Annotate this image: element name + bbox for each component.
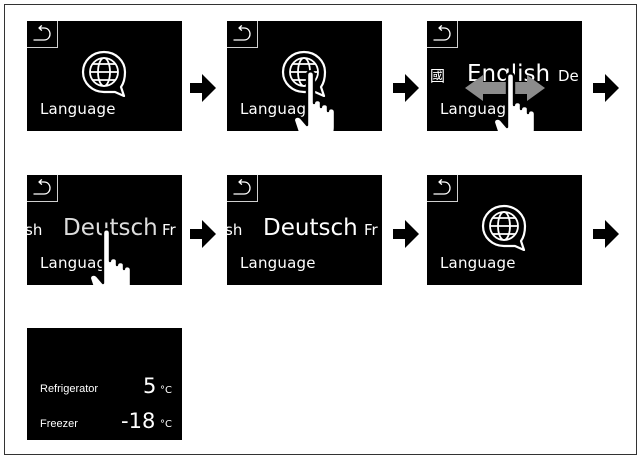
- right-arrow-icon: [393, 74, 419, 102]
- back-button[interactable]: [227, 175, 258, 202]
- language-label: Language: [40, 254, 116, 272]
- globe-icon[interactable]: [480, 203, 528, 251]
- screen-step-2: Language: [227, 21, 382, 131]
- freezer-temperature: -18: [121, 409, 156, 433]
- back-button[interactable]: [427, 21, 458, 48]
- status-screen: Refrigerator 5 °C Freezer -18 °C: [27, 328, 182, 440]
- language-option-next[interactable]: De: [558, 67, 579, 85]
- screen-step-4: sh Deutsch Fr Language: [27, 175, 182, 285]
- language-label: Language: [240, 100, 316, 118]
- language-label: Language: [40, 100, 116, 118]
- language-option-previous[interactable]: sh: [227, 221, 243, 239]
- back-arrow-icon: [232, 25, 252, 43]
- language-label: Language: [440, 100, 516, 118]
- refrigerator-label: Refrigerator: [40, 383, 99, 395]
- screen-step-1: Language: [27, 21, 182, 131]
- refrigerator-temperature: 5: [143, 374, 157, 398]
- back-arrow-icon: [32, 179, 52, 197]
- language-option-previous[interactable]: 國: [430, 67, 446, 85]
- back-button[interactable]: [227, 21, 258, 48]
- screen-step-5: sh Deutsch Fr Language: [227, 175, 382, 285]
- pointing-hand-icon: [293, 69, 343, 131]
- back-arrow-icon: [432, 25, 452, 43]
- language-option-next[interactable]: Fr: [162, 221, 176, 239]
- language-option-next[interactable]: Fr: [364, 221, 378, 239]
- language-option-previous[interactable]: sh: [27, 221, 43, 239]
- right-arrow-icon: [190, 220, 216, 248]
- screen-step-6: Language: [427, 175, 582, 285]
- back-button[interactable]: [27, 21, 58, 48]
- back-button[interactable]: [27, 175, 58, 202]
- back-arrow-icon: [432, 179, 452, 197]
- language-option-current[interactable]: Deutsch: [263, 215, 358, 241]
- right-arrow-icon: [393, 220, 419, 248]
- freezer-label: Freezer: [40, 418, 78, 430]
- language-label: Language: [240, 254, 316, 272]
- refrigerator-unit: °C: [160, 385, 172, 396]
- back-arrow-icon: [32, 25, 52, 43]
- right-arrow-icon: [593, 74, 619, 102]
- pointing-hand-icon: [89, 227, 139, 285]
- language-label: Language: [440, 254, 516, 272]
- right-arrow-icon: [593, 220, 619, 248]
- pointing-hand-icon: [493, 71, 543, 131]
- back-button[interactable]: [427, 175, 458, 202]
- right-arrow-icon: [190, 74, 216, 102]
- back-arrow-icon: [232, 179, 252, 197]
- globe-icon[interactable]: [80, 49, 128, 97]
- freezer-unit: °C: [160, 419, 172, 430]
- screen-step-3: 國 English De Language: [427, 21, 582, 131]
